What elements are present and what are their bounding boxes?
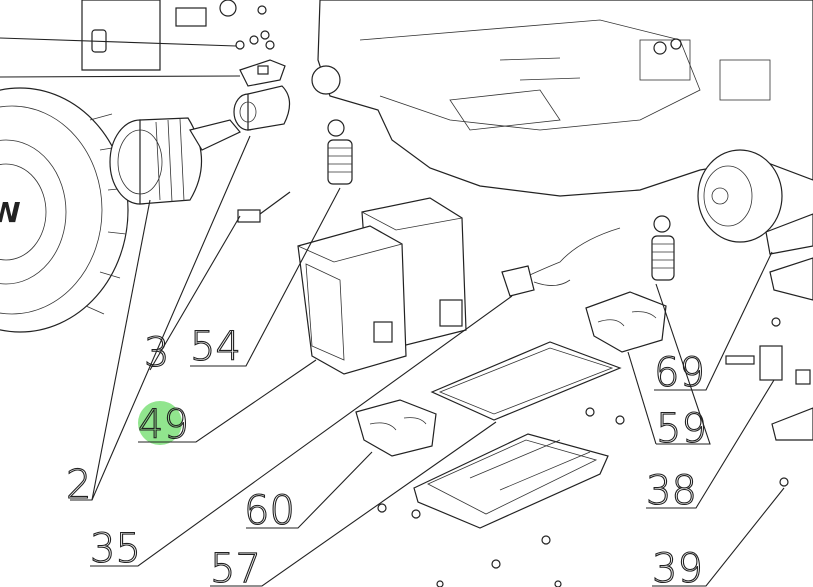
callout-3[interactable]: 3	[143, 329, 170, 376]
spring-ball-right	[651, 215, 675, 281]
callout-35[interactable]: 35	[89, 525, 141, 572]
spring-clip	[237, 191, 291, 223]
screw-set-top	[235, 30, 275, 50]
wheel-left: W	[0, 87, 129, 333]
callout-49-highlight[interactable]	[138, 401, 182, 445]
callout-59[interactable]: 59	[655, 405, 707, 452]
callout-69[interactable]: 69	[653, 349, 705, 396]
hub-drum	[109, 117, 241, 205]
clamp-59	[585, 291, 667, 353]
callout-2[interactable]: 2	[65, 461, 92, 508]
leader-lines	[70, 135, 785, 587]
svg-text:W: W	[0, 196, 21, 229]
spring-ball-left	[327, 119, 353, 185]
callout-57[interactable]: 57	[209, 545, 261, 587]
bracket-plate	[81, 0, 267, 71]
callout-38[interactable]: 38	[645, 467, 697, 514]
coupling-sleeve	[233, 85, 291, 131]
callout-54[interactable]: 54	[189, 323, 241, 370]
battery-box-49	[297, 225, 407, 375]
motor-mount	[239, 59, 286, 87]
wire-harness	[501, 227, 621, 297]
clamp-60	[355, 399, 437, 457]
callout-60[interactable]: 60	[243, 487, 295, 534]
callout-39[interactable]: 39	[651, 545, 703, 587]
screws	[377, 407, 789, 587]
chassis-body	[311, 0, 813, 197]
battery-tray-base	[413, 433, 609, 529]
battery-tray-frame	[430, 341, 622, 421]
right-panel	[725, 213, 813, 441]
wheel-right	[697, 149, 783, 243]
callout-49[interactable]: 49	[137, 401, 189, 448]
